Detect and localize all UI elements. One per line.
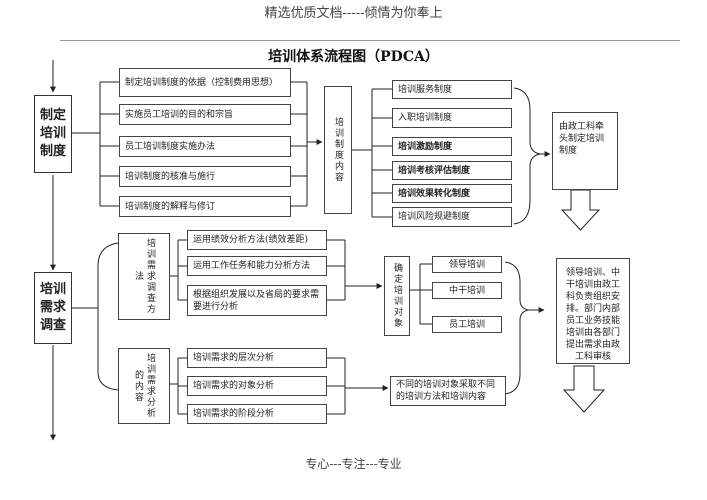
policy-item: 员工培训制度实施办法: [119, 136, 291, 157]
survey-method-item: 运用工作任务和能力分析方法: [187, 256, 327, 276]
training-target-item: 员工培训: [432, 316, 502, 333]
policy-content-item: 培训服务制度: [392, 80, 512, 99]
page-title: 培训体系流程图（PDCA）: [268, 49, 439, 65]
policy-item: 制定培训制度的依据（控制费用思想）: [119, 68, 291, 97]
needs-analysis-item: 培训需求的层次分析: [187, 348, 327, 368]
page-header: 精选优质文档-----倾情为你奉上: [264, 6, 443, 21]
policy-content-item: 培训风险规避制度: [392, 207, 512, 227]
survey-method-item: 根据组织发展以及省局的要求需要进行分析: [187, 285, 327, 316]
policy-item: 培训制度的解释与修订: [119, 196, 291, 217]
brace-right-2: [504, 261, 529, 395]
step-formulate-policy: 制定培训制度: [34, 95, 72, 173]
needs-analysis-label: 培训需求分析的内容: [118, 348, 170, 424]
step-needs-survey-label: 培训需求调查: [39, 282, 66, 333]
step-formulate-policy-label: 制定培训制度: [39, 108, 66, 159]
training-target-item: 中干培训: [432, 282, 502, 299]
policy-content-item: 培训效果转化制度: [392, 184, 512, 203]
policy-item: 培训制度的核准与施行: [119, 166, 291, 187]
step-needs-survey: 培训需求调查: [34, 272, 72, 344]
brace-right-1: [513, 87, 541, 225]
needs-analysis-item: 培训需求的阶段分析: [187, 404, 327, 424]
survey-method-item: 运用绩效分析方法(绩效差距): [187, 230, 327, 250]
brace-left-2: [97, 242, 119, 391]
policy-content-item: 培训激励制度: [392, 137, 512, 156]
page-footer: 专心---专注---专业: [305, 457, 402, 471]
header-divider: [60, 40, 680, 41]
training-target-label: 确定培训对象: [384, 256, 410, 336]
policy-content-label: 培训制度内容: [324, 86, 352, 214]
survey-methods-label: 培训需求调查方法: [118, 233, 170, 320]
differentiated-training-note: 不同的培训对象采取不同的培训方法和培训内容: [390, 376, 506, 406]
policy-note: 由政工科牵头制定培训制度: [552, 112, 618, 190]
down-arrow-1: [560, 189, 601, 231]
organization-note: 领导培训、中干培训由政工科负责组织安排。部门内部员工业务技能培训由各部门提出需求…: [556, 258, 630, 364]
policy-item: 实施员工培训的目的和宗旨: [119, 104, 291, 125]
policy-content-item: 培训考核评估制度: [392, 161, 512, 180]
policy-content-item: 入职培训制度: [392, 108, 512, 128]
down-arrow-2: [562, 365, 606, 413]
training-target-item: 领导培训: [432, 256, 502, 273]
needs-analysis-item: 培训需求的对象分析: [187, 376, 327, 396]
